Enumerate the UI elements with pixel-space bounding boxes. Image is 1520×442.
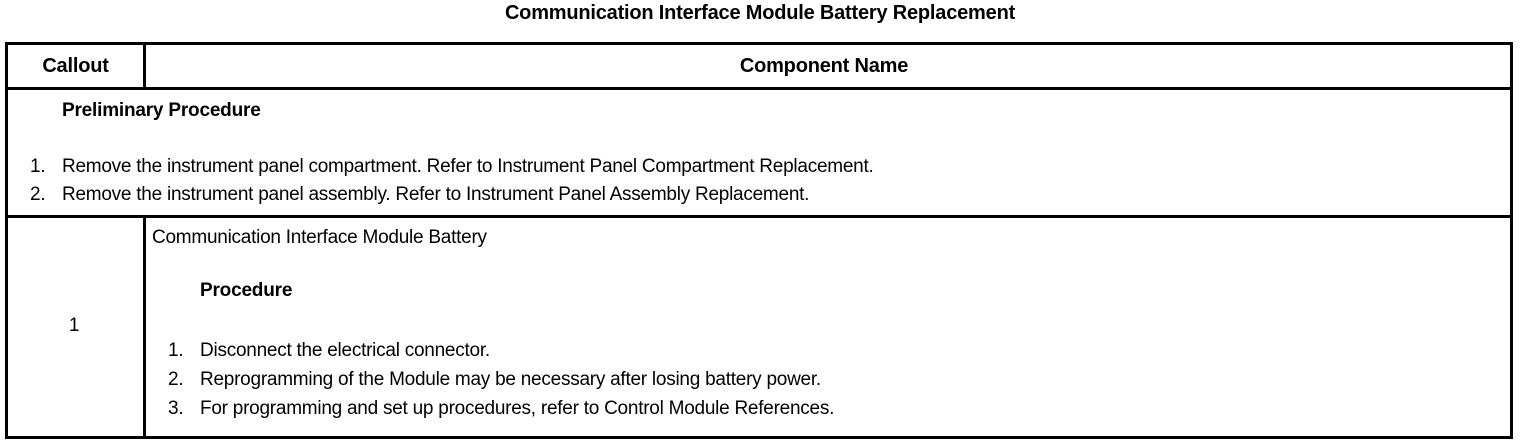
callout-cell: 1	[8, 218, 146, 436]
component-cell: Communication Interface Module Battery P…	[146, 218, 1510, 436]
list-item-number: 2.	[168, 369, 184, 390]
procedure-list: 1. Disconnect the electrical connector. …	[168, 336, 834, 423]
list-item-text: Remove the instrument panel assembly. Re…	[62, 184, 810, 205]
list-item-number: 2.	[30, 184, 46, 205]
preliminary-procedure-list: 1. Remove the instrument panel compartme…	[30, 153, 874, 209]
procedure-table: Callout Component Name Preliminary Proce…	[5, 42, 1513, 439]
callout-number: 1	[68, 315, 80, 336]
list-item-text: Remove the instrument panel compartment.…	[62, 156, 874, 177]
list-item: 2. Reprogramming of the Module may be ne…	[168, 365, 834, 394]
table-header-row: Callout Component Name	[8, 45, 1510, 90]
preliminary-procedure-row: Preliminary Procedure 1. Remove the inst…	[8, 90, 1510, 218]
procedure-heading: Procedure	[200, 280, 293, 301]
column-header-component-name: Component Name	[739, 54, 909, 77]
list-item: 1. Remove the instrument panel compartme…	[30, 153, 874, 181]
list-item: 1. Disconnect the electrical connector.	[168, 336, 834, 365]
list-item: 3. For programming and set up procedures…	[168, 394, 834, 423]
page-title: Communication Interface Module Battery R…	[504, 2, 1016, 24]
list-item-number: 3.	[168, 398, 184, 419]
table-row: 1 Communication Interface Module Battery…	[8, 218, 1510, 436]
component-name-text: Communication Interface Module Battery	[152, 227, 487, 248]
list-item-text: Reprogramming of the Module may be neces…	[200, 369, 821, 390]
column-header-callout: Callout	[8, 45, 146, 87]
list-item-text: For programming and set up procedures, r…	[200, 398, 835, 419]
list-item-number: 1.	[168, 340, 184, 361]
preliminary-procedure-heading: Preliminary Procedure	[62, 100, 261, 121]
list-item-text: Disconnect the electrical connector.	[200, 340, 490, 361]
list-item-number: 1.	[30, 156, 46, 177]
list-item: 2. Remove the instrument panel assembly.…	[30, 181, 874, 209]
